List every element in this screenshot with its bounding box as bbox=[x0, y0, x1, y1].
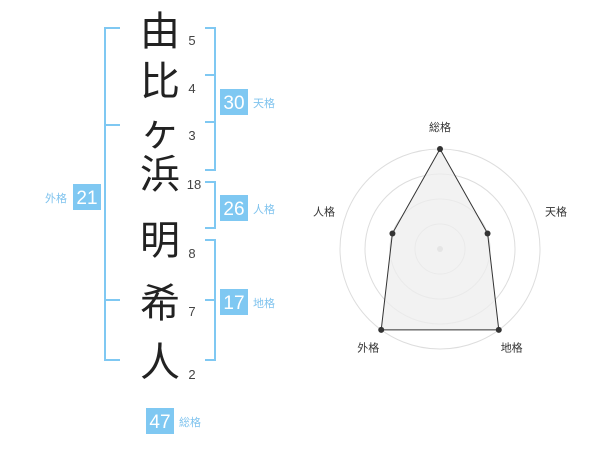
radar-point bbox=[437, 146, 443, 152]
radar-axis-label: 地格 bbox=[501, 341, 523, 355]
soukaku-label: 総格 bbox=[179, 415, 201, 429]
radar-point bbox=[378, 326, 385, 333]
tenkaku-value: 30 bbox=[223, 93, 244, 114]
stroke-count: 4 bbox=[188, 81, 195, 96]
stroke-count: 5 bbox=[188, 33, 195, 48]
gaikaku-label: 外格 bbox=[45, 191, 67, 205]
jinkaku-bracket bbox=[205, 181, 216, 229]
gaikaku-value: 21 bbox=[76, 188, 97, 209]
jinkaku-badge bbox=[220, 195, 248, 221]
surname-char: 由 bbox=[140, 9, 180, 55]
gaikaku-badge bbox=[73, 184, 101, 210]
tenkaku-label: 天格 bbox=[253, 96, 275, 110]
radar-point bbox=[389, 230, 396, 237]
tenkaku-badge bbox=[220, 89, 248, 115]
radar-axis-label: 総格 bbox=[429, 120, 451, 134]
stroke-count: 7 bbox=[188, 304, 195, 319]
tenkaku-bracket bbox=[205, 27, 216, 171]
chikaku-value: 17 bbox=[223, 293, 244, 314]
jinkaku-label: 人格 bbox=[253, 202, 275, 216]
surname-char: 比 bbox=[140, 59, 180, 105]
surname-char: ヶ bbox=[140, 109, 180, 155]
radar-area bbox=[380, 147, 500, 331]
radar-axis-label: 人格 bbox=[313, 204, 335, 218]
stroke-count: 2 bbox=[188, 367, 195, 382]
chikaku-badge bbox=[220, 289, 248, 315]
given-char: 人 bbox=[140, 340, 180, 386]
soukaku-badge bbox=[146, 408, 174, 434]
radar-point bbox=[484, 230, 491, 237]
radar-point bbox=[495, 326, 502, 333]
radar-axis-label: 天格 bbox=[545, 204, 567, 218]
jinkaku-value: 26 bbox=[223, 199, 244, 220]
given-char: 希 bbox=[140, 281, 180, 327]
gaikaku-bracket bbox=[104, 27, 120, 361]
chikaku-label: 地格 bbox=[253, 296, 275, 310]
surname-char: 浜 bbox=[140, 152, 180, 198]
stroke-count: 8 bbox=[188, 246, 195, 261]
stroke-count: 3 bbox=[188, 128, 195, 143]
chikaku-bracket bbox=[205, 239, 216, 361]
stroke-count: 18 bbox=[187, 177, 201, 192]
given-char: 明 bbox=[140, 218, 180, 264]
radar-axis-label: 外格 bbox=[357, 341, 379, 355]
soukaku-value: 47 bbox=[149, 412, 170, 433]
